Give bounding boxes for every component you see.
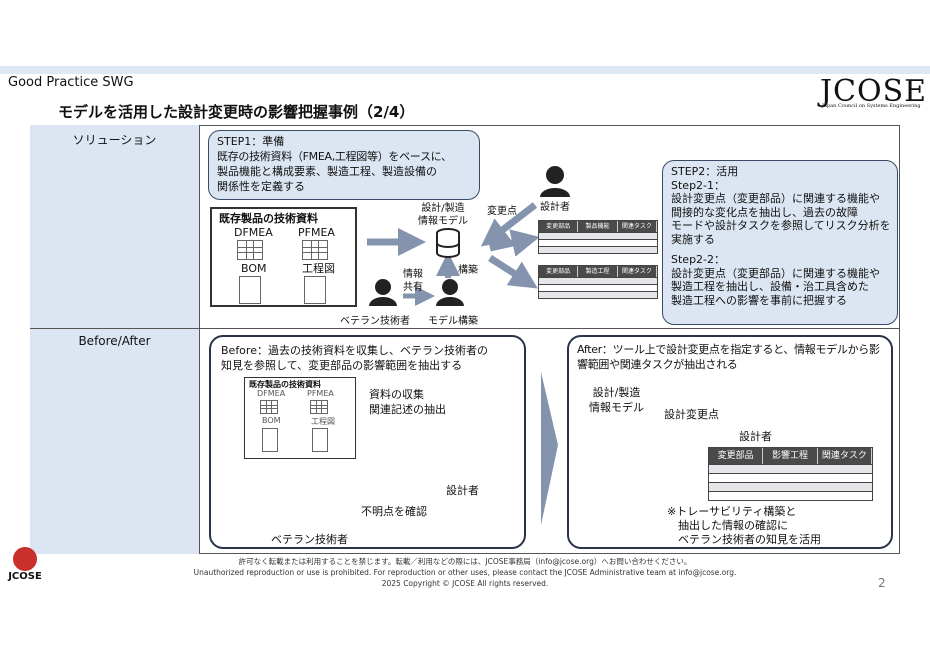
model-label: 設計/製造情報モデル — [589, 386, 644, 414]
footer-notice-en: Unauthorized reproduction or use is proh… — [193, 568, 737, 577]
row-header-before-after: Before/After — [30, 328, 200, 554]
veteran-label: ベテラン技術者 — [271, 533, 348, 546]
arrow-to-table — [488, 255, 538, 289]
footer-logo: JCOSE — [3, 547, 47, 587]
designer-label: 設計者 — [446, 484, 479, 497]
top-accent-bar — [0, 66, 930, 74]
jcose-logo: JCOSE — [820, 74, 928, 109]
after-description: After：ツール上で設計変更点を指定すると、情報モデルから影響範囲や関連タスク… — [577, 343, 880, 371]
step2-callout: STEP2：活用 Step2-1：設計変更点（変更部品）に関連する機能や間接的な… — [662, 160, 898, 325]
designer-label: 設計者 — [540, 202, 570, 213]
change-point-label: 変更点 — [487, 206, 517, 217]
arrow-to-table — [489, 229, 540, 257]
step1-callout: STEP1：準備既存の技術資料（FMEA,工程図等）をベースに、製品機能と構成要… — [208, 130, 480, 200]
footer-copyright: 2025 Copyright © JCOSE All rights reserv… — [381, 579, 549, 588]
traceability-note: ※トレーサビリティ構築と 抽出した情報の確認に ベテラン技術者の知見を活用 — [667, 505, 821, 546]
bom-label: BOM — [241, 262, 267, 275]
after-panel: After：ツール上で設計変更点を指定すると、情報モデルから影響範囲や関連タスク… — [567, 335, 893, 549]
info-share-label: 情報共有 — [403, 269, 423, 293]
jcose-logo-subtitle: Japan Council on Systems Engineering — [822, 103, 921, 109]
pfmea-label: PFMEA — [298, 226, 335, 239]
arrow-change-point — [480, 202, 538, 247]
before-panel: Before：過去の技術資料を収集し、ベテラン技術者の知見を参照して、変更部品の… — [209, 335, 526, 549]
table-icon — [310, 400, 328, 414]
page-number: 2 — [878, 576, 886, 590]
bom-doc-icon — [239, 276, 261, 304]
table-icon — [237, 240, 263, 260]
doc-icon — [312, 428, 328, 452]
process-chart-label: 工程図 — [302, 262, 335, 275]
model-label: 設計/製造情報モデル — [418, 203, 468, 227]
build-label: 構築 — [458, 265, 478, 276]
change-point-label: 設計変更点 — [664, 408, 719, 421]
database-icon — [436, 228, 460, 258]
dfmea-label: DFMEA — [234, 226, 273, 239]
page-title: モデルを活用した設計変更時の影響把握事例（2/4） — [58, 103, 415, 121]
designer-label: 設計者 — [739, 430, 772, 443]
process-doc-icon — [304, 276, 326, 304]
impact-table: 変更部品影響工程関連タスク — [708, 447, 873, 501]
row-header-solution: ソリューション — [30, 125, 200, 328]
process-table: 変更部品製造工程関連タスク — [538, 265, 658, 299]
docs-title: 既存製品の技術資料 — [219, 212, 318, 225]
transition-chevron — [541, 372, 558, 525]
veteran-label: ベテラン技術者 — [340, 316, 410, 327]
doc-icon — [262, 428, 278, 452]
existing-docs-box: 既存製品の技術資料 DFMEA PFMEA BOM 工程図 — [210, 207, 357, 307]
before-description: Before：過去の技術資料を収集し、ベテラン技術者の知見を参照して、変更部品の… — [221, 344, 488, 372]
function-table: 変更部品製品機能関連タスク — [538, 220, 658, 254]
confirm-label: 不明点を確認 — [361, 505, 427, 518]
row-divider — [30, 328, 900, 329]
footer-notice-jp: 許可なく転載または利用することを禁じます。転載／利用などの際には、JCOSE事務… — [238, 557, 692, 566]
model-build-label: モデル構築 — [428, 316, 478, 327]
before-docs-box: 既存製品の技術資料 DFMEA PFMEA BOM 工程図 — [244, 377, 356, 459]
group-label: Good Practice SWG — [8, 75, 134, 90]
table-icon — [302, 240, 328, 260]
table-icon — [260, 400, 278, 414]
collect-label: 資料の収集関連記述の抽出 — [369, 388, 446, 416]
